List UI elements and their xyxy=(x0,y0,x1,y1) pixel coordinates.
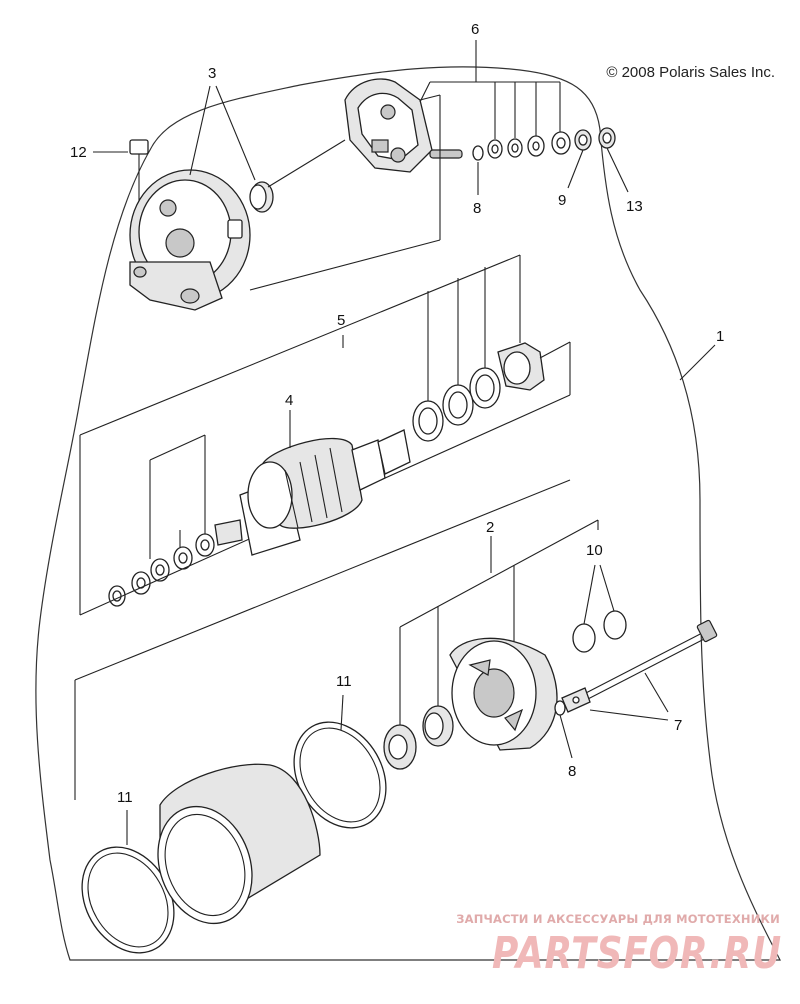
watermark-brand: PARTSFOR.RU xyxy=(492,928,782,979)
washer-8 xyxy=(554,700,566,716)
armature-4 xyxy=(214,429,411,556)
callout-10: 10 xyxy=(586,542,603,559)
callout-8-upper: 8 xyxy=(473,200,481,217)
callout-11-lower: 11 xyxy=(117,789,133,806)
brush-holder-6 xyxy=(344,78,463,173)
watermark-tagline: ЗАПЧАСТИ И АКСЕССУАРЫ ДЛЯ МОТОТЕХНИКИ xyxy=(456,912,780,926)
through-bolts-7 xyxy=(561,619,718,713)
washer-stack-6 xyxy=(472,127,616,161)
washers-5 xyxy=(108,367,501,607)
callout-8-lower: 8 xyxy=(568,763,576,780)
callout-11-upper: 11 xyxy=(336,673,352,690)
brush-plate-5 xyxy=(497,342,545,391)
bushing-3 xyxy=(249,181,274,213)
callout-6: 6 xyxy=(471,21,479,38)
callout-12: 12 xyxy=(70,144,87,161)
field-frame xyxy=(157,763,321,925)
assembly-outline xyxy=(35,66,781,961)
callout-7: 7 xyxy=(674,717,682,734)
end-cover-3 xyxy=(129,169,251,311)
pads-10 xyxy=(572,610,627,653)
callout-9: 9 xyxy=(558,192,566,209)
callout-4: 4 xyxy=(285,392,293,409)
copyright-text: © 2008 Polaris Sales Inc. xyxy=(606,64,775,81)
bearing-2 xyxy=(422,705,454,747)
drive-housing-2 xyxy=(449,637,558,751)
o-ring-11-lower xyxy=(81,846,175,954)
callout-2: 2 xyxy=(486,519,494,536)
callout-5: 5 xyxy=(337,312,345,329)
callout-1: 1 xyxy=(716,328,724,345)
seal-2 xyxy=(383,724,417,770)
callout-13: 13 xyxy=(626,198,643,215)
callout-3: 3 xyxy=(208,65,216,82)
